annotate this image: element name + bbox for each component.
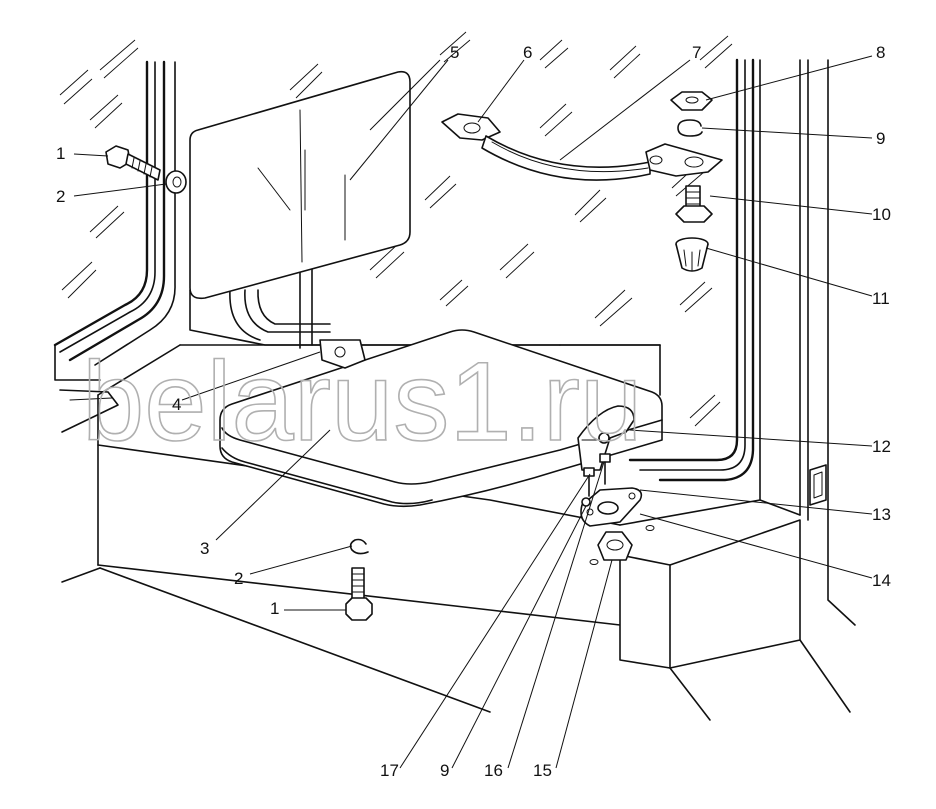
callout-13: 13 [872, 505, 891, 524]
seat-backrest-icon [189, 70, 411, 300]
callout-3: 3 [200, 539, 209, 558]
rubber-buffer-icon [675, 237, 709, 272]
seat-cushion-icon [219, 329, 663, 508]
leader-lines [73, 55, 873, 769]
washer-icon [165, 170, 187, 194]
watermark-text: belarus1.ru [82, 339, 642, 464]
spring-washer-icon [349, 538, 369, 555]
callout-15: 15 [533, 761, 552, 780]
callout-16: 16 [484, 761, 503, 780]
callout-1-top: 1 [56, 144, 65, 163]
shock-absorber-icon [597, 531, 633, 561]
spring-washer-icon [677, 119, 703, 137]
left-window-frame [53, 60, 176, 433]
callout-2-bottom: 2 [234, 569, 243, 588]
bolt-icon [345, 567, 373, 621]
right-window-frame [628, 58, 856, 626]
nut-icon [670, 91, 713, 111]
bracket-icon [319, 339, 366, 369]
callout-1-bottom: 1 [270, 599, 279, 618]
callout-11: 11 [872, 289, 890, 308]
callout-9-bottom: 9 [440, 761, 449, 780]
glass-hatching [59, 31, 733, 427]
callout-8: 8 [876, 43, 885, 62]
mount-plate-icon [580, 487, 655, 565]
callout-4: 4 [172, 395, 181, 414]
callout-6: 6 [523, 43, 532, 62]
bolt-icon [105, 145, 161, 181]
callout-9-right: 9 [876, 129, 885, 148]
callout-5: 5 [450, 43, 459, 62]
strap-icon [441, 113, 723, 181]
callout-17: 17 [380, 761, 399, 780]
callout-2-top: 2 [56, 187, 65, 206]
callout-12: 12 [872, 437, 891, 456]
callout-14: 14 [872, 571, 891, 590]
callout-labels: 1 2 5 6 7 8 9 10 11 4 12 13 14 3 2 1 17 … [56, 43, 891, 780]
callout-7: 7 [692, 43, 701, 62]
stud-bolt-icon [675, 185, 713, 223]
callout-10: 10 [872, 205, 891, 224]
